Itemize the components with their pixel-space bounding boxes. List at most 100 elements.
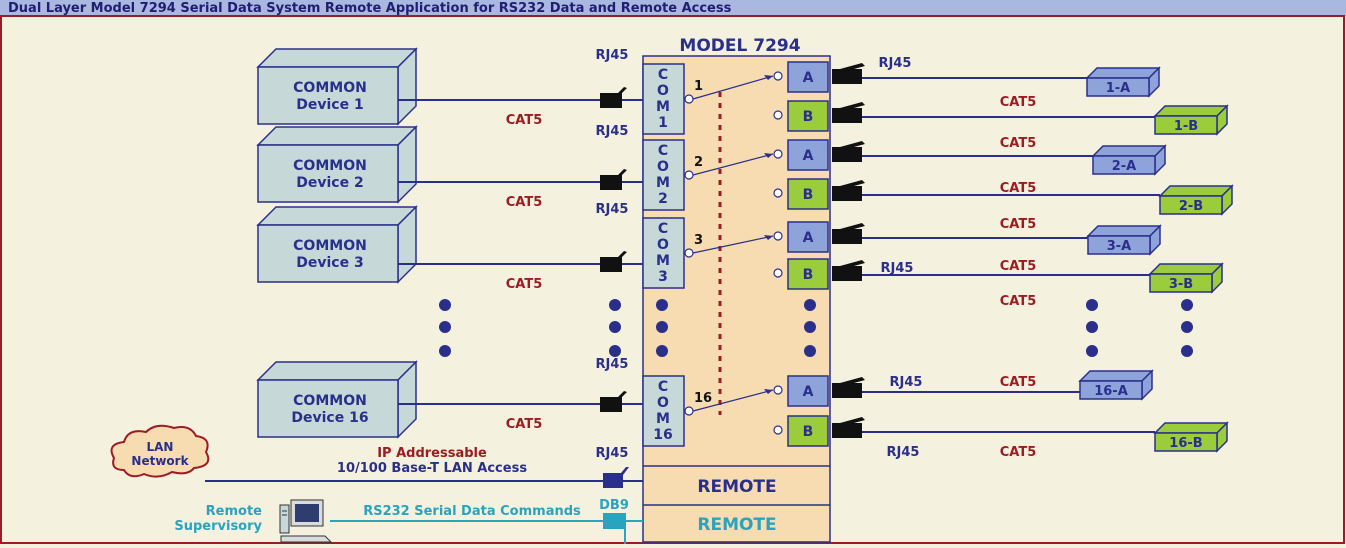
rj45-plug-icon: [832, 417, 865, 438]
port-b-label: B: [803, 187, 814, 203]
com-port-letter: O: [657, 159, 669, 175]
rs232-label: RS232 Serial Data Commands: [363, 504, 581, 519]
remote-supervisory-line1: Remote: [206, 504, 263, 519]
lan-label-line1: LAN: [147, 440, 174, 454]
com-port-letter: 1: [658, 115, 668, 131]
cat5-label: CAT5: [1000, 136, 1037, 151]
continuation-dot: [609, 321, 621, 333]
port-b-label: B: [803, 109, 814, 125]
continuation-dot: [656, 321, 668, 333]
output-device-label: 2-A: [1112, 159, 1137, 174]
device-label-line1: COMMON: [293, 238, 367, 254]
port-a-label: A: [803, 148, 814, 164]
rj45-label: RJ45: [879, 56, 912, 71]
port-a-3: A: [773, 221, 829, 253]
cat5-label: CAT5: [1000, 259, 1037, 274]
com-port-letter: O: [657, 237, 669, 253]
continuation-dot: [609, 299, 621, 311]
continuation-dot: [609, 345, 621, 357]
header-title: Dual Layer Model 7294 Serial Data System…: [8, 1, 732, 16]
port-a-label: A: [803, 70, 814, 86]
ip-addressable-label: IP Addressable: [377, 446, 487, 461]
lan-network-cloud-icon: LAN Network: [110, 424, 210, 478]
rj45-plug-icon: [832, 141, 865, 162]
rj45-label: RJ45: [887, 445, 920, 460]
remote-supervisory-line2: Supervisory: [174, 519, 262, 534]
device-label-line1: COMMON: [293, 158, 367, 174]
channel-number: 1: [694, 79, 703, 94]
com-port-letter: 3: [658, 269, 668, 285]
cat5-label: CAT5: [1000, 181, 1037, 196]
rj45-plug-icon: [600, 169, 627, 190]
output-device-3-A: 3-A: [1086, 224, 1162, 256]
port-b-2: B: [773, 178, 829, 210]
rj45-label: RJ45: [890, 375, 923, 390]
cat5-label: CAT5: [1000, 375, 1037, 390]
continuation-dot: [439, 321, 451, 333]
port-a-16: A: [773, 375, 829, 407]
port-a-label: A: [803, 230, 814, 246]
device-label-line2: Device 1: [296, 97, 363, 113]
continuation-dot: [439, 299, 451, 311]
rj45-plug-icon: [832, 223, 865, 244]
com-port-letter: M: [656, 253, 670, 269]
cat5-label: CAT5: [506, 277, 543, 292]
rj45-label: RJ45: [596, 124, 629, 139]
output-device-label: 16-B: [1169, 436, 1202, 451]
output-device-16-B: 16-B: [1153, 421, 1229, 453]
model-7294-chassis: [642, 55, 831, 543]
rj45-plug-icon: [832, 102, 865, 123]
model-title: MODEL 7294: [679, 36, 800, 56]
rj45-plug-icon: [832, 377, 865, 398]
continuation-dot: [656, 299, 668, 311]
output-device-label: 3-B: [1169, 277, 1193, 292]
port-b-16: B: [773, 415, 829, 447]
port-b-label: B: [803, 424, 814, 440]
channel-number: 3: [694, 233, 703, 248]
com-port-letter: C: [658, 143, 668, 159]
rj45-plug-icon: [832, 63, 865, 84]
com-port-letter: O: [657, 83, 669, 99]
com-port-letter: M: [656, 175, 670, 191]
device-label-line2: Device 16: [291, 410, 368, 426]
db9-connector-icon: [603, 513, 626, 544]
com-port-letter: C: [658, 379, 668, 395]
switch-lines: [692, 75, 774, 412]
remote-lan-label: REMOTE: [697, 477, 776, 497]
db9-label: DB9: [599, 498, 629, 513]
com-port-letter: 2: [658, 191, 668, 207]
rj45-plug-icon: [600, 391, 627, 412]
lan-rj45-jack-icon: [603, 467, 629, 488]
channel-number: 16: [694, 391, 712, 406]
com-port-letter: O: [657, 395, 669, 411]
lan-label-line2: Network: [131, 454, 189, 468]
continuation-dot: [804, 321, 816, 333]
cat5-label: CAT5: [506, 195, 543, 210]
switch-arm: [692, 153, 774, 176]
output-device-2-B: 2-B: [1158, 184, 1234, 216]
device-label-line1: COMMON: [293, 80, 367, 96]
output-device-label: 16-A: [1094, 384, 1128, 399]
com-port-letter: C: [658, 67, 668, 83]
port-a-1: A: [773, 61, 829, 93]
port-b-label: B: [803, 267, 814, 283]
output-device-3-B: 3-B: [1148, 262, 1224, 294]
port-a-2: A: [773, 139, 829, 171]
cat5-label: CAT5: [1000, 217, 1037, 232]
rj45-plug-icon: [832, 260, 865, 281]
device-label-line2: Device 3: [296, 255, 363, 271]
com-port-letter: M: [656, 99, 670, 115]
computer-icon: [279, 499, 333, 543]
continuation-dot: [439, 345, 451, 357]
output-device-label: 1-B: [1174, 119, 1198, 134]
device-label-line2: Device 2: [296, 175, 363, 191]
continuation-dot: [1181, 345, 1193, 357]
rj45-plug-icon: [600, 251, 627, 272]
port-a-label: A: [803, 384, 814, 400]
